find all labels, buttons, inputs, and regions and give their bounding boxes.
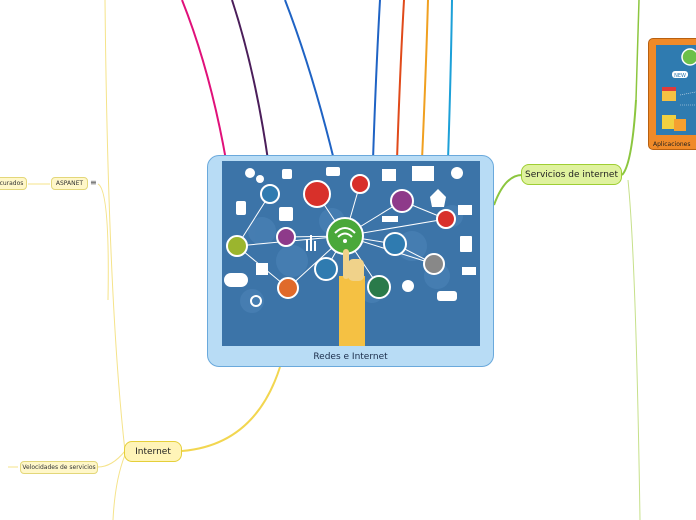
branch-line-yellow-aspanet	[97, 183, 109, 301]
truncated-left-node[interactable]: curados	[0, 177, 27, 190]
branch-line-blue	[284, 0, 335, 161]
branch-line-purple	[231, 0, 269, 161]
branch-line-yellow-speeds	[97, 450, 126, 468]
branch-line-green-top	[635, 0, 640, 101]
central-topic-label: Redes e Internet	[313, 352, 388, 362]
internet-label: Internet	[135, 446, 171, 457]
branch-line-green-apps	[621, 99, 637, 176]
services-of-internet-node[interactable]: Servicios de internet	[521, 164, 622, 185]
aspanet-label: ASPANET	[55, 180, 84, 187]
branch-line-magenta	[181, 0, 227, 161]
aspanet-node[interactable]: ASPANET	[51, 177, 88, 190]
network-illustration	[222, 161, 480, 346]
applications-illustration-svg: NEW	[662, 48, 696, 131]
service-speeds-node[interactable]: Velocidades de servicios	[20, 461, 98, 474]
services-of-internet-label: Servicios de internet	[525, 169, 618, 180]
applications-image: NEW	[656, 45, 696, 135]
branch-line-red	[396, 0, 405, 161]
notes-menu-icon[interactable]: ≡	[90, 178, 97, 187]
internet-node[interactable]: Internet	[124, 441, 182, 462]
branch-line-orange	[421, 0, 429, 161]
applications-label: Aplicaciones	[653, 141, 691, 148]
applications-new-badge: NEW	[674, 73, 686, 79]
network-illustration-svg	[224, 166, 476, 346]
branch-line-yellow-up	[104, 0, 126, 452]
branch-line-yellow-internet	[181, 366, 281, 452]
service-speeds-label: Velocidades de servicios	[22, 464, 96, 471]
applications-node[interactable]: NEW Aplicaciones	[648, 38, 696, 150]
central-topic-node[interactable]: Redes e Internet	[207, 155, 494, 367]
branch-line-green-down	[627, 179, 641, 520]
truncated-left-label: curados	[0, 180, 24, 187]
branch-line-cyan	[447, 0, 453, 161]
branch-line-blue-2	[372, 0, 381, 161]
branch-line-yellow-down	[112, 454, 126, 520]
branch-line-green-services	[493, 174, 523, 206]
